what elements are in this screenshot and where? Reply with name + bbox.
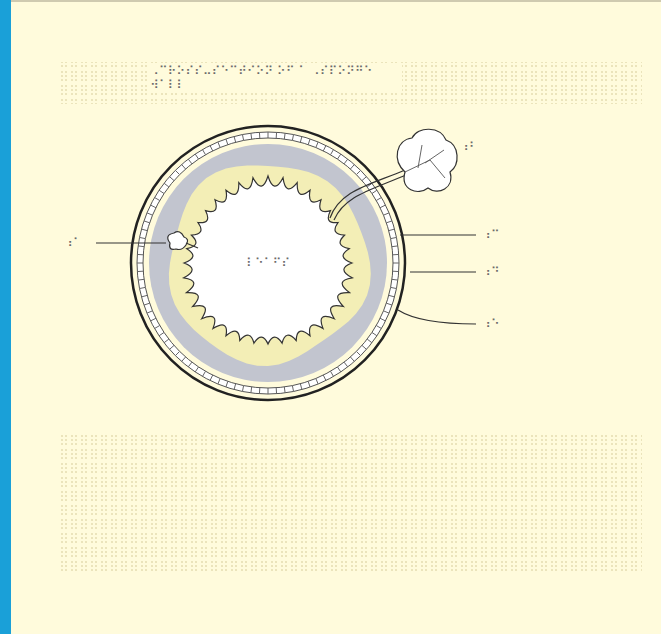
callout-label: ⠰⠑ — [480, 317, 502, 331]
callout-label: ⠰⠁ — [62, 236, 84, 250]
diagram-title: ⠠⠉⠗⠕⠎⠎⠤⠎⠑⠉⠞⠊⠕⠝ ⠕⠋ ⠁ ⠠⠎⠏⠕⠝⠛⠑ ⠺⠁⠇⠇ — [148, 64, 402, 92]
callout-label: ⠰⠉ — [480, 228, 502, 242]
callout-label: ⠰⠃ — [458, 140, 480, 154]
center-label: ⠇⠑⠁⠋⠎ — [244, 256, 292, 270]
callout-label: ⠰⠙ — [480, 265, 502, 279]
